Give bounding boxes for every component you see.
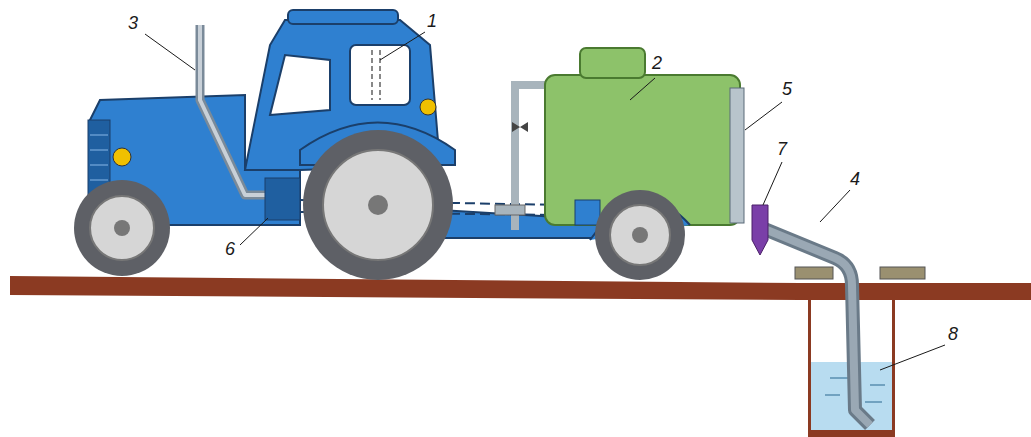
valve [512,122,528,132]
callout-number: 6 [225,240,235,258]
rear-wheel [303,130,453,280]
callout-number: 3 [128,14,138,32]
cab-window [350,45,410,105]
hose-coupling [752,205,768,255]
tank-hatch [580,48,645,78]
cab-roof [288,10,398,24]
exhaust-pipe [200,25,290,195]
ground [10,276,800,300]
callout-number: 1 [427,12,437,30]
callout-number: 4 [850,170,860,188]
cab-window [270,55,330,115]
level-gauge [730,88,744,223]
ground-pit [800,283,1031,437]
callout-number: 5 [782,80,792,98]
suction-hose [762,228,870,425]
callout-number: 7 [777,140,787,158]
lamp [420,99,436,115]
pump-box [575,200,600,225]
gas-ejector [265,178,300,220]
slab [795,267,833,279]
callout-number: 2 [652,54,662,72]
headlight [113,148,131,166]
slab [880,267,925,279]
front-wheel [74,180,170,276]
callout-number: 8 [948,325,958,343]
tank-wheel [595,190,685,280]
